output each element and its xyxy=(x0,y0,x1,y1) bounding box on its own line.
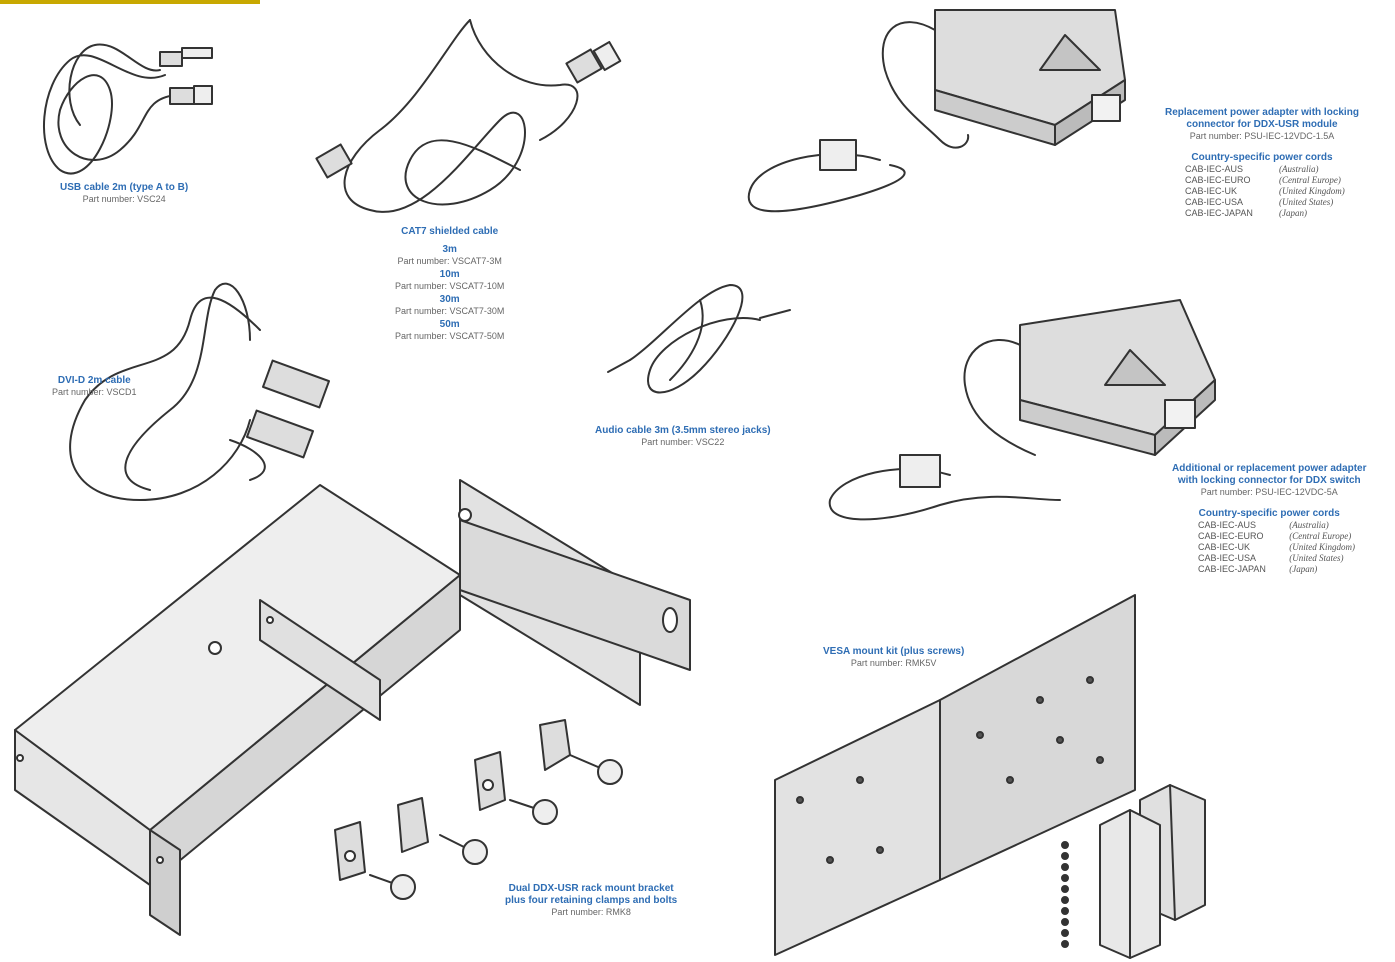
cord-code: CAB-IEC-EURO xyxy=(1185,175,1251,185)
header-strip xyxy=(0,0,260,4)
psu-small-cords-heading: Country-specific power cords xyxy=(1191,152,1333,163)
dvi-cable-illustration xyxy=(69,282,330,501)
cord-region: (Japan) xyxy=(1289,564,1318,574)
vesa-kit-part: Part number: RMK5V xyxy=(850,658,937,668)
vesa-kit-caption: VESA mount kit (plus screws) Part number… xyxy=(823,646,964,669)
cord-code: CAB-IEC-AUS xyxy=(1198,520,1257,530)
vesa-brackets-illustration xyxy=(1099,784,1206,959)
cat7-cable-title: CAT7 shielded cable xyxy=(401,226,499,237)
psu-small-title-line2: connector for DDX-USR module xyxy=(1186,119,1338,130)
cat7-length-10m: 10m xyxy=(439,269,460,280)
usb-cable-part: Part number: VSC24 xyxy=(82,194,166,204)
cat7-length-50m: 50m xyxy=(439,319,460,330)
dvi-cable-caption: DVI-D 2m cable Part number: VSCD1 xyxy=(52,375,137,398)
cord-region: (Australia) xyxy=(1289,520,1329,530)
psu-large-title-line2: with locking connector for DDX switch xyxy=(1177,475,1361,486)
psu-small-caption: Replacement power adapter with locking c… xyxy=(1165,107,1359,219)
cat7-cable-caption: CAT7 shielded cable 3m Part number: VSCA… xyxy=(395,226,504,342)
cord-region: (United States) xyxy=(1279,197,1334,207)
psu-large-illustration xyxy=(828,299,1216,521)
usb-cable-illustration xyxy=(43,43,213,175)
cat7-length-3m: 3m xyxy=(442,244,457,255)
dvi-cable-part: Part number: VSCD1 xyxy=(52,387,137,397)
cord-code: CAB-IEC-USA xyxy=(1185,197,1244,207)
cord-code: CAB-IEC-EURO xyxy=(1198,531,1264,541)
cord-code: CAB-IEC-USA xyxy=(1198,553,1257,563)
cord-code: CAB-IEC-AUS xyxy=(1185,164,1244,174)
psu-small-illustration xyxy=(747,9,1126,213)
psu-large-part: Part number: PSU-IEC-12VDC-5A xyxy=(1200,487,1338,497)
cat7-cable-illustration xyxy=(315,19,622,213)
dvi-cable-title: DVI-D 2m cable xyxy=(57,375,131,386)
cat7-part-50m: Part number: VSCAT7-50M xyxy=(395,331,505,341)
usb-cable-title: USB cable 2m (type A to B) xyxy=(60,182,189,193)
psu-large-title-line1: Additional or replacement power adapter xyxy=(1172,463,1367,474)
vesa-plate-illustration xyxy=(774,594,1136,956)
psu-large-cords-list: CAB-IEC-AUS (Australia) CAB-IEC-EURO (Cent… xyxy=(1198,520,1366,575)
psu-small-title-line1: Replacement power adapter with locking xyxy=(1165,107,1359,118)
psu-large-caption: Additional or replacement power adapter … xyxy=(1172,463,1366,575)
cat7-part-30m: Part number: VSCAT7-30M xyxy=(395,306,505,316)
psu-small-part: Part number: PSU-IEC-12VDC-1.5A xyxy=(1189,131,1335,141)
cord-region: (Australia) xyxy=(1279,164,1319,174)
cord-region: (United Kingdom) xyxy=(1279,186,1345,196)
rack-bracket-caption: Dual DDX-USR rack mount bracket plus fou… xyxy=(505,883,677,918)
rack-bracket-part: Part number: RMK8 xyxy=(551,907,631,917)
usb-cable-caption: USB cable 2m (type A to B) Part number: … xyxy=(60,182,188,205)
audio-cable-caption: Audio cable 3m (3.5mm stereo jacks) Part… xyxy=(595,425,771,448)
cord-region: (Central Europe) xyxy=(1279,175,1341,185)
cord-code: CAB-IEC-UK xyxy=(1198,542,1251,552)
rack-bracket-title-line2: plus four retaining clamps and bolts xyxy=(505,895,678,906)
cord-region: (Japan) xyxy=(1279,208,1308,218)
cord-region: (Central Europe) xyxy=(1289,531,1352,541)
rack-bracket-title-line1: Dual DDX-USR rack mount bracket xyxy=(508,883,674,894)
vesa-kit-title: VESA mount kit (plus screws) xyxy=(823,646,965,657)
cord-code: CAB-IEC-JAPAN xyxy=(1198,564,1266,574)
audio-cable-title: Audio cable 3m (3.5mm stereo jacks) xyxy=(595,425,771,436)
cord-region: (United States) xyxy=(1289,553,1344,563)
psu-large-cords-heading: Country-specific power cords xyxy=(1198,508,1340,519)
screws-illustration xyxy=(1061,841,1069,948)
cat7-part-3m: Part number: VSCAT7-3M xyxy=(397,256,502,266)
rack-bracket-illustration xyxy=(14,479,691,936)
clamps-illustration xyxy=(334,719,623,900)
cord-region: (United Kingdom) xyxy=(1289,542,1356,552)
cord-code: CAB-IEC-UK xyxy=(1185,186,1238,196)
audio-cable-illustration xyxy=(607,284,791,394)
cord-code: CAB-IEC-JAPAN xyxy=(1185,208,1253,218)
cat7-length-30m: 30m xyxy=(439,294,460,305)
audio-cable-part: Part number: VSC22 xyxy=(641,437,725,447)
psu-small-cords-list: CAB-IEC-AUS (Australia) CAB-IEC-EURO (Cent… xyxy=(1185,164,1359,219)
cat7-part-10m: Part number: VSCAT7-10M xyxy=(395,281,505,291)
